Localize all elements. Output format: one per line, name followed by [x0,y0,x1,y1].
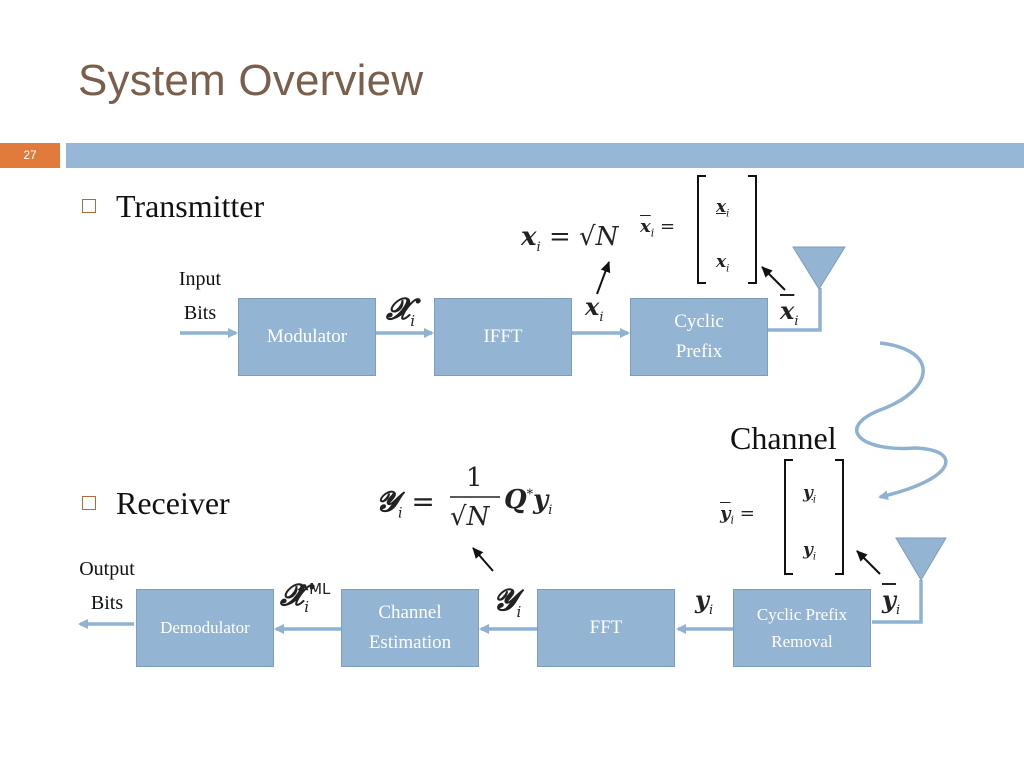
math-ybar-def: yi = [720,503,755,527]
math-Y-i-lhs: 𝓨i = [376,485,435,522]
ifft-block: IFFT [434,298,572,376]
math-X-i: 𝓧i [386,292,416,330]
math-ybar-i: yi [882,585,901,618]
receiver-bullet: Receiver [82,485,230,522]
receiver-heading: Receiver [116,485,230,521]
math-frac-num: 1 [466,463,483,493]
math-Q-y: Q*yi [504,485,553,519]
fft-block: FFT [537,589,675,667]
channel-label: Channel [730,420,837,456]
math-ybar-bottom: yi [803,540,817,563]
transmitter-heading: Transmitter [116,188,265,224]
math-xbar-def: xi = [640,216,676,240]
bullet-square-icon [82,496,96,510]
demodulator-block: Demodulator [136,589,274,667]
slide-title: System Overview [78,56,424,105]
header-bar [66,143,1024,168]
tx-antenna-feed [768,288,822,332]
tx-antenna-icon [792,246,846,290]
channel-curve [855,341,948,501]
modulator-block: Modulator [238,298,376,376]
math-xbar-top: xi [716,197,730,220]
math-Xhat-ML: 𝓧̂iML [280,578,331,616]
math-Y-i: 𝓨i [493,583,522,621]
slide-number: 27 [0,143,60,168]
math-y-i: yi [695,585,714,618]
math-xbar-bottom: xi [716,252,730,275]
math-x-i: xi [585,292,604,325]
math-ybar-top: yi [803,483,817,506]
rx-antenna-feed [872,580,923,624]
math-frac-den: √N [450,502,490,532]
transmitter-bullet: Transmitter [82,188,264,225]
math-xbar-i: xi [780,296,799,329]
bullet-square-icon [82,199,96,213]
math-xi-eq-sqrtN: xi = √N [521,222,619,256]
rx-antenna-icon [895,537,947,581]
